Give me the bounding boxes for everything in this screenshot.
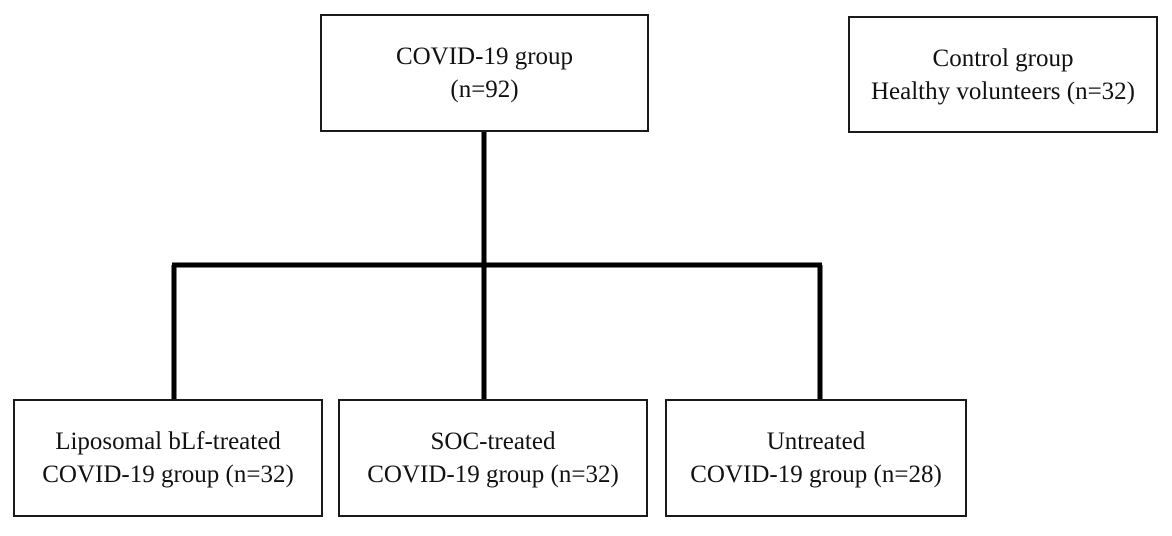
soc-group-box: SOC-treated COVID-19 group (n=32): [338, 399, 648, 517]
covid-group-title: COVID-19 group: [395, 43, 574, 70]
soc-group-subtitle: COVID-19 group (n=32): [367, 461, 619, 488]
control-group-box: Control group Healthy volunteers (n=32): [848, 16, 1158, 133]
untreated-group-box: Untreated COVID-19 group (n=28): [665, 399, 967, 517]
untreated-group-subtitle: COVID-19 group (n=28): [690, 461, 942, 488]
liposomal-group-title: Liposomal bLf-treated: [55, 428, 281, 455]
covid-group-count: (n=92): [450, 76, 519, 103]
liposomal-group-box: Liposomal bLf-treated COVID-19 group (n=…: [13, 399, 323, 517]
liposomal-group-subtitle: COVID-19 group (n=32): [42, 461, 294, 488]
control-group-subtitle: Healthy volunteers (n=32): [870, 77, 1136, 105]
control-group-title: Control group: [932, 44, 1074, 72]
covid-group-box: COVID-19 group (n=92): [320, 14, 649, 132]
untreated-group-title: Untreated: [766, 428, 866, 455]
soc-group-title: SOC-treated: [430, 428, 556, 455]
